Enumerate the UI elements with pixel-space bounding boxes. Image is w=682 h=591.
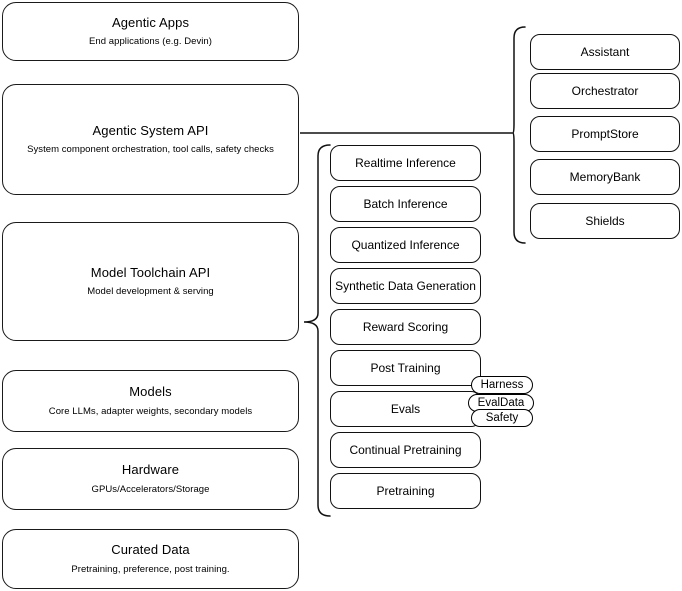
system-component-promptstore[interactable]: PromptStore <box>530 116 680 152</box>
toolchain-component-reward-scoring[interactable]: Reward Scoring <box>330 309 481 345</box>
layer-subtitle: Core LLMs, adapter weights, secondary mo… <box>48 405 253 417</box>
component-label: Quantized Inference <box>351 238 460 252</box>
layer-title: Agentic Apps <box>111 14 190 30</box>
component-label: Evals <box>390 402 421 416</box>
evals-badge-safety[interactable]: Safety <box>471 409 533 427</box>
evals-badge-harness[interactable]: Harness <box>471 376 533 394</box>
component-label: Continual Pretraining <box>349 443 462 457</box>
brace-toolchain-components <box>303 144 331 517</box>
component-label: PromptStore <box>571 127 639 141</box>
toolchain-component-synthetic-data-generation[interactable]: Synthetic Data Generation <box>330 268 481 304</box>
system-component-assistant[interactable]: Assistant <box>530 34 680 70</box>
brace-system-components <box>512 26 526 244</box>
component-label: Shields <box>585 214 625 228</box>
component-label: Orchestrator <box>571 84 639 98</box>
component-label: Assistant <box>580 45 630 59</box>
layer-subtitle: End applications (e.g. Devin) <box>89 36 212 48</box>
badge-label: Harness <box>480 379 524 391</box>
component-label: Realtime Inference <box>355 156 456 170</box>
layer-title: Model Toolchain API <box>90 264 211 280</box>
layer-title: Hardware <box>121 462 180 478</box>
component-label: MemoryBank <box>569 170 641 184</box>
layer-title: Agentic System API <box>92 122 209 138</box>
badge-label: EvalData <box>477 397 525 409</box>
layer-subtitle: Pretraining, preference, post training. <box>71 563 230 575</box>
layer-subtitle: GPUs/Accelerators/Storage <box>91 483 210 495</box>
toolchain-component-evals[interactable]: Evals <box>330 391 481 427</box>
evals-badge-evaldata[interactable]: EvalData <box>468 394 534 412</box>
layer-model-toolchain-api[interactable]: Model Toolchain API Model development & … <box>2 222 299 341</box>
layer-title: Models <box>129 384 172 400</box>
component-label: Batch Inference <box>363 197 448 211</box>
layer-hardware[interactable]: Hardware GPUs/Accelerators/Storage <box>2 448 299 510</box>
layer-agentic-system-api[interactable]: Agentic System API System component orch… <box>2 84 299 195</box>
layer-curated-data[interactable]: Curated Data Pretraining, preference, po… <box>2 529 299 589</box>
toolchain-component-batch-inference[interactable]: Batch Inference <box>330 186 481 222</box>
badge-label: Safety <box>485 412 519 424</box>
toolchain-component-quantized-inference[interactable]: Quantized Inference <box>330 227 481 263</box>
system-component-memorybank[interactable]: MemoryBank <box>530 159 680 195</box>
system-component-orchestrator[interactable]: Orchestrator <box>530 73 680 109</box>
toolchain-component-realtime-inference[interactable]: Realtime Inference <box>330 145 481 181</box>
component-label: Synthetic Data Generation <box>335 279 476 293</box>
layer-subtitle: System component orchestration, tool cal… <box>27 144 274 156</box>
layer-agentic-apps[interactable]: Agentic Apps End applications (e.g. Devi… <box>2 2 299 61</box>
toolchain-component-post-training[interactable]: Post Training <box>330 350 481 386</box>
system-component-shields[interactable]: Shields <box>530 203 680 239</box>
component-label: Post Training <box>370 361 441 375</box>
component-label: Pretraining <box>376 484 435 498</box>
layer-title: Curated Data <box>111 542 190 558</box>
toolchain-component-continual-pretraining[interactable]: Continual Pretraining <box>330 432 481 468</box>
component-label: Reward Scoring <box>362 320 449 334</box>
layer-models[interactable]: Models Core LLMs, adapter weights, secon… <box>2 370 299 432</box>
toolchain-component-pretraining[interactable]: Pretraining <box>330 473 481 509</box>
layer-subtitle: Model development & serving <box>87 286 214 298</box>
